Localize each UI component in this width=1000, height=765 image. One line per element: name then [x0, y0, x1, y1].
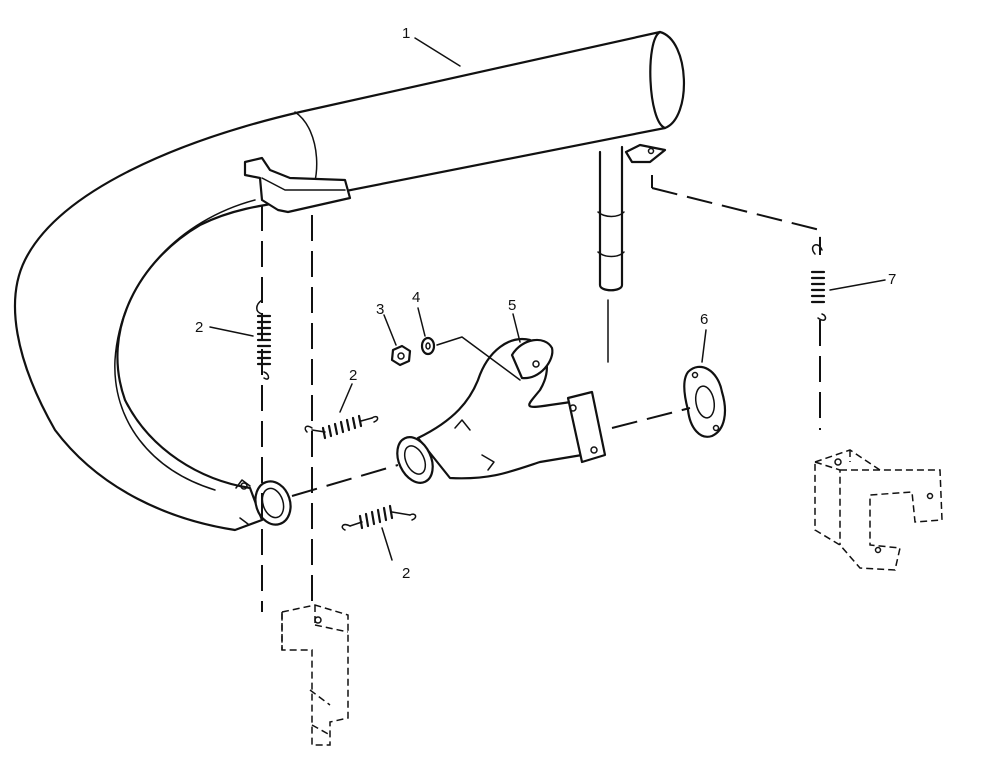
callout-2-spring-middle: 2 [349, 367, 357, 384]
spring-middle-upper [304, 414, 379, 440]
leader-lines [209, 37, 886, 561]
nut [390, 344, 412, 367]
frame-bracket-rear [814, 449, 943, 571]
washer [420, 336, 436, 356]
callout-2-spring-left: 2 [195, 319, 203, 336]
callout-4: 4 [412, 289, 420, 306]
frame-bracket-front [281, 604, 349, 746]
spring-vertical-left [256, 299, 272, 380]
callout-6: 6 [700, 311, 708, 328]
callout-labels: 1 2 2 2 3 4 5 6 7 [195, 25, 896, 582]
callout-2-spring-lower: 2 [402, 565, 410, 582]
gasket [683, 365, 727, 438]
callout-1: 1 [402, 25, 410, 42]
muffler [13, 30, 685, 532]
callout-7: 7 [888, 271, 896, 288]
callout-5: 5 [508, 297, 516, 314]
spring-middle-lower [341, 504, 417, 531]
assembly-lines [261, 175, 821, 612]
spring-vertical-right [810, 244, 827, 321]
exhaust-header-pipe [396, 337, 607, 484]
callout-3: 3 [376, 301, 384, 318]
